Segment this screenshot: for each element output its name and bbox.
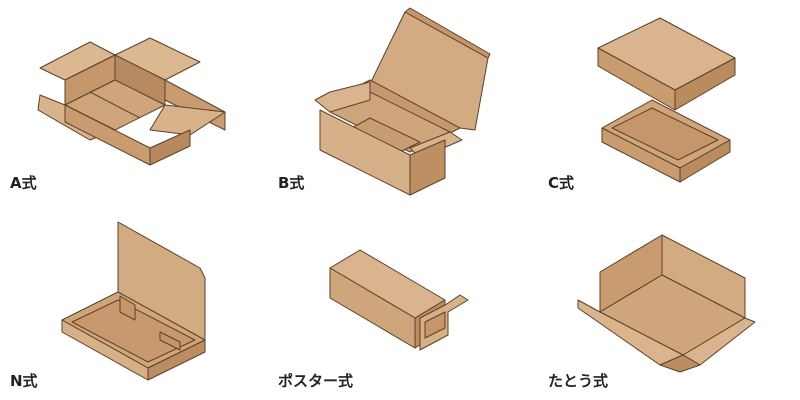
box-poster-label: ポスター式	[278, 372, 354, 390]
box-n-illustration	[61, 221, 206, 381]
box-poster-illustration	[329, 249, 469, 351]
box-b-label: B式	[278, 174, 305, 192]
box-c-cell: C式	[540, 0, 800, 200]
box-tatou-label: たとう式	[548, 372, 609, 390]
box-c-illustration	[597, 17, 736, 183]
box-a-label: A式	[10, 174, 37, 192]
box-tatou-cell: たとう式	[540, 200, 800, 400]
box-b-cell: B式	[270, 0, 530, 200]
box-c-label: C式	[548, 174, 575, 192]
box-n-label: N式	[10, 372, 38, 390]
box-poster-cell: ポスター式	[270, 200, 530, 400]
box-n-cell: N式	[0, 200, 260, 400]
box-b-illustration	[314, 7, 491, 196]
box-a-cell: A式	[0, 0, 260, 200]
box-a-illustration	[37, 37, 226, 166]
box-tatou-illustration	[577, 234, 756, 373]
